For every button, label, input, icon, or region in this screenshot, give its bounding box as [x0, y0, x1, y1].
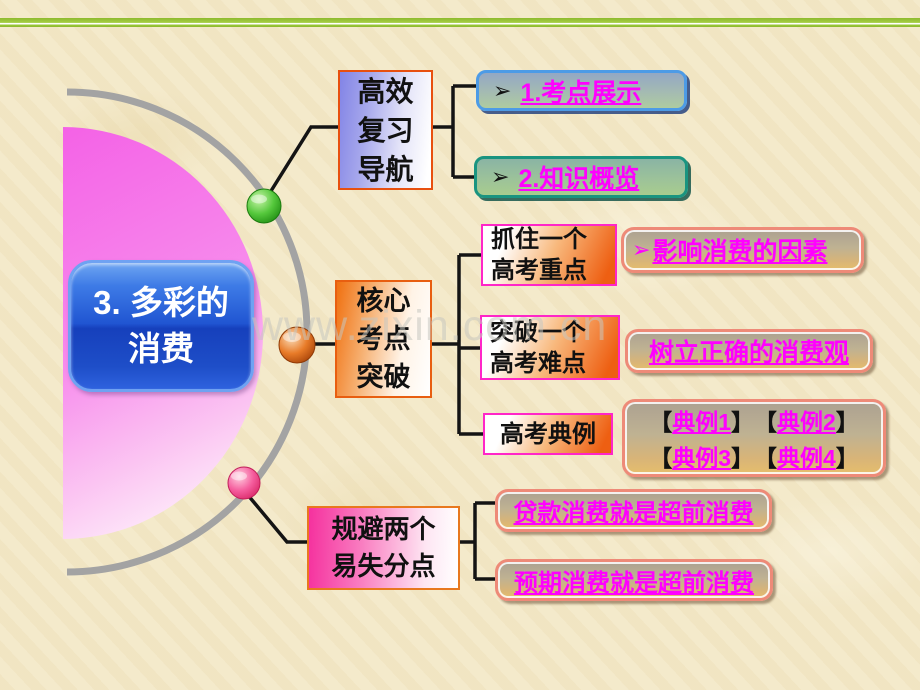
- connector-nav-bracket: [433, 84, 476, 179]
- sub-box-key-point: 抓住一个 高考重点: [481, 224, 617, 286]
- page-title-line2: 消费: [128, 330, 194, 367]
- example-row-2: 【 典例3 】 【 典例4 】: [649, 439, 859, 473]
- page-title-line1: 3. 多彩的: [93, 284, 229, 321]
- connector-core-bracket: [297, 253, 483, 436]
- example-2-link[interactable]: 典例2: [777, 409, 836, 435]
- bracket-open: 【: [649, 409, 673, 435]
- nav-item-knowledge-overview[interactable]: ➢ 2.知识概览: [474, 156, 688, 198]
- example-1-link[interactable]: 典例1: [672, 409, 731, 435]
- sub-box-difficult-point: 突破一个 高考难点: [480, 315, 620, 380]
- avoid-branch-line2: 易失分点: [331, 551, 436, 581]
- bracket-close: 】: [731, 409, 754, 435]
- nav-item-exam-points[interactable]: ➢ 1.考点展示: [476, 70, 687, 111]
- result-consumption-factors[interactable]: ➢ 影响消费的因素: [621, 227, 864, 273]
- bracket-open: 【: [649, 445, 673, 471]
- key-point-line1: 抓住一个: [491, 226, 587, 253]
- exam-examples-label: 高考典例: [500, 420, 596, 448]
- avoid-item-expected-consumption[interactable]: 预期消费就是超前消费: [495, 559, 773, 601]
- bracket-close: 】: [835, 409, 859, 435]
- branch-node-orange: [278, 326, 316, 364]
- branch-node-green: [246, 188, 282, 224]
- expected-consumption-link[interactable]: 预期消费就是超前消费: [514, 569, 754, 597]
- avoid-branch-line1: 规避两个: [331, 514, 436, 544]
- connector-avoid-bracket: [245, 492, 495, 581]
- consumption-view-link[interactable]: 树立正确的消费观: [648, 339, 849, 367]
- nav-branch-line3: 导航: [357, 153, 414, 185]
- knowledge-overview-link[interactable]: 2.知识概览: [518, 165, 640, 193]
- connector-nav: [264, 125, 338, 200]
- nav-branch-box: 高效 复习 导航: [338, 70, 433, 190]
- green-node-highlight: [251, 194, 267, 204]
- arrowhead-icon: ➢: [491, 164, 510, 189]
- example-row-1: 【 典例1 】 【 典例2 】: [649, 403, 859, 437]
- result-consumption-view[interactable]: 树立正确的消费观: [625, 329, 873, 373]
- exam-points-link[interactable]: 1.考点展示: [520, 78, 642, 107]
- page-title: 3. 多彩的 消费: [68, 260, 254, 392]
- result-example-links: 【 典例1 】 【 典例2 】 【 典例3 】 【 典例4 】: [622, 399, 886, 477]
- core-branch-line2: 考点: [356, 324, 411, 354]
- core-branch-box: 核心 考点 突破: [335, 280, 432, 398]
- arrowhead-icon: ➢: [493, 77, 512, 103]
- top-divider-rule: [0, 18, 920, 27]
- bracket-close: 】: [835, 445, 859, 471]
- nav-branch-line1: 高效: [357, 75, 414, 107]
- difficult-point-line1: 突破一个: [490, 318, 586, 346]
- avoid-branch-box: 规避两个 易失分点: [307, 506, 460, 590]
- connector-lines: [245, 84, 495, 581]
- orange-node-highlight: [283, 332, 301, 342]
- branch-node-pink: [227, 466, 261, 500]
- core-branch-line3: 突破: [356, 362, 411, 392]
- loan-consumption-link[interactable]: 贷款消费就是超前消费: [513, 500, 754, 527]
- bracket-open: 【: [754, 445, 777, 471]
- avoid-item-loan-consumption[interactable]: 贷款消费就是超前消费: [495, 489, 772, 532]
- bracket-close: 】: [731, 445, 754, 471]
- key-point-line2: 高考重点: [491, 257, 587, 284]
- pink-node-highlight: [231, 471, 247, 481]
- sub-box-exam-examples: 高考典例: [483, 413, 613, 455]
- difficult-point-line2: 高考难点: [490, 349, 586, 377]
- arrowhead-icon: ➢: [632, 237, 651, 262]
- core-branch-line1: 核心: [356, 286, 411, 316]
- consumption-factors-link[interactable]: 影响消费的因素: [652, 238, 828, 266]
- example-4-link[interactable]: 典例4: [777, 445, 836, 471]
- nav-branch-line2: 复习: [357, 114, 414, 146]
- example-3-link[interactable]: 典例3: [672, 445, 731, 471]
- bracket-open: 【: [754, 409, 777, 435]
